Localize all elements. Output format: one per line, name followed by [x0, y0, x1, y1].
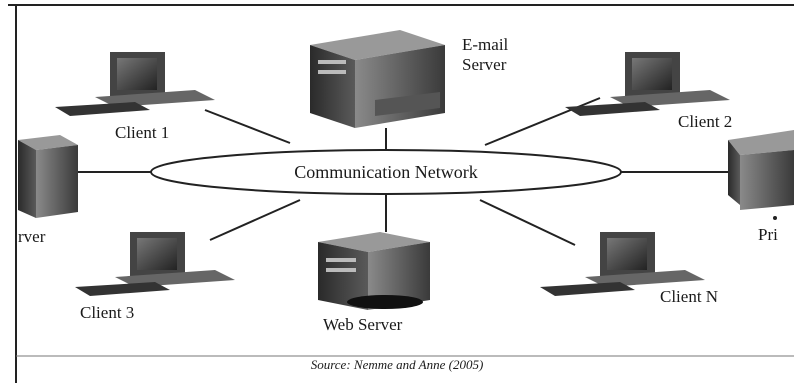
connection-lines: [65, 97, 728, 246]
clientN-computer-icon: [540, 232, 705, 296]
client3-computer-icon: [75, 232, 235, 296]
email-server-label-line2: Server: [462, 55, 507, 74]
client1-label: Client 1: [115, 123, 169, 142]
link-client3: [209, 199, 301, 241]
web-server-icon: [318, 232, 430, 310]
center-label: Communication Network: [294, 162, 477, 182]
client3-label: Client 3: [80, 303, 134, 322]
web-server-label: Web Server: [323, 315, 403, 334]
link-client1: [204, 109, 291, 144]
client1-computer-icon: [55, 52, 215, 116]
communication-network-ellipse: [150, 149, 622, 195]
clientN-label: Client N: [660, 287, 718, 306]
source-caption: Source: Nemme and Anne (2005): [310, 357, 484, 372]
client2-computer-icon: [565, 52, 730, 116]
left-server-label: rver: [18, 227, 46, 246]
right-printer-icon: [728, 130, 794, 220]
link-client2: [484, 97, 601, 146]
email-server-label-line1: E-mail: [462, 35, 509, 54]
right-printer-label: Pri: [758, 225, 778, 244]
left-server-icon: [18, 135, 78, 218]
email-server-icon: [310, 30, 445, 128]
link-clientN: [479, 199, 576, 246]
client2-label: Client 2: [678, 112, 732, 131]
